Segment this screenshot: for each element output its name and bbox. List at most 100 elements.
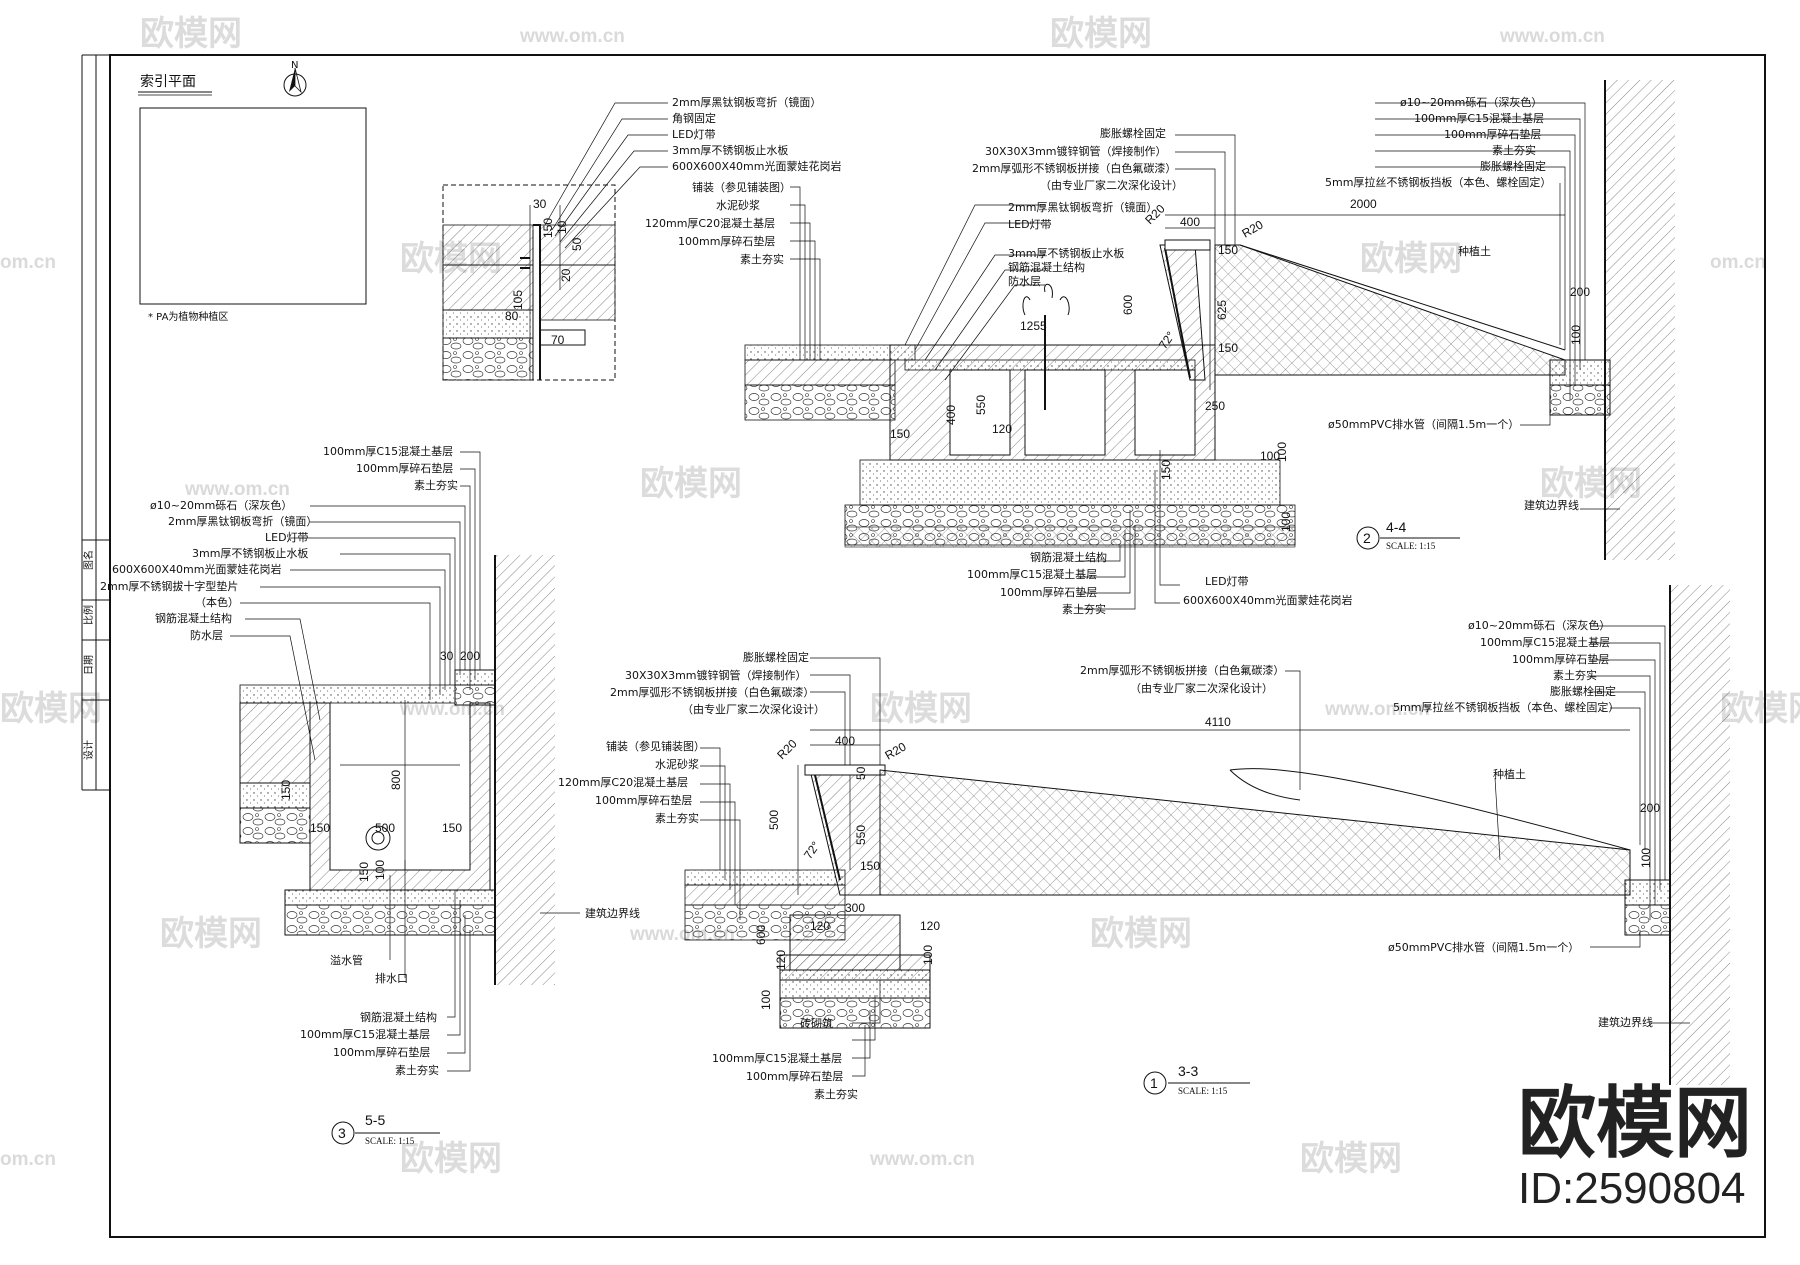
dim: 150	[1218, 243, 1238, 257]
callout-label: 100mm厚碎石垫层	[678, 234, 775, 248]
callout-label: 600X600X40mm光面蒙娃花岗岩	[672, 159, 842, 173]
index-plan-title: 索引平面	[140, 73, 196, 89]
dim: 400	[944, 405, 958, 425]
callout-label: 2mm厚黑钛钢板弯折（镜面）	[168, 514, 317, 528]
callout-label: 100mm厚碎石垫层	[595, 793, 692, 807]
dim: 20	[559, 268, 573, 282]
dim: 150	[1159, 460, 1173, 480]
callout-label: LED灯带	[1205, 575, 1249, 588]
callout-label: 建筑边界线	[585, 906, 640, 920]
section-name: 5-5	[365, 1112, 385, 1128]
callout-label: 30X30X3mm镀锌钢管（焊接制作）	[985, 144, 1167, 158]
watermark-url: www.om.cn	[1499, 26, 1605, 47]
drawing-border	[109, 54, 1766, 1238]
callout-label: 水泥砂浆	[716, 198, 760, 212]
callout-label: 砖砌筑	[800, 1016, 833, 1030]
callout-label: 5mm厚拉丝不锈钢板挡板（本色、螺栓固定）	[1325, 175, 1551, 189]
watermark-brand: 欧模网	[870, 689, 972, 729]
watermark-brand: 欧模网	[640, 464, 742, 504]
brand-name: 欧模网	[1518, 1079, 1752, 1169]
title-block: 图名 比例 日期 设计	[81, 54, 110, 791]
section-name: 4-4	[1386, 519, 1406, 535]
callout-label: 钢筋混凝土结构	[155, 611, 232, 625]
callout-label: 100mm厚碎石垫层	[1512, 652, 1609, 666]
callout-label: 钢筋混凝土结构	[1008, 260, 1085, 274]
dim: 100	[759, 990, 773, 1010]
callout-label: 2mm厚黑钛钢板弯折（镜面）	[1008, 200, 1157, 214]
section-5-5: 30 200 150 800 150 500 150 150 100	[100, 444, 640, 1146]
brand-mark: 欧模网 ID:2590804	[1518, 1079, 1752, 1213]
dim: 100	[921, 945, 935, 965]
watermark-url: om.cn	[1710, 252, 1766, 273]
watermark-url: www.om.cn	[519, 26, 625, 47]
watermark-url: www.om.cn	[869, 1149, 975, 1170]
fountain-icon	[1022, 283, 1070, 410]
watermark-url: www.om.cn	[1324, 699, 1430, 720]
callout-label: 100mm厚碎石垫层	[1444, 127, 1541, 141]
dim: 1255	[1020, 319, 1047, 333]
callout-label: 2mm厚不锈钢拔十字型垫片	[100, 579, 238, 593]
brand-id: ID:2590804	[1518, 1164, 1746, 1213]
detail-edge: 30 150 10 50 105 80 70 20 2mm厚黑钛钢板弯折（镜面）…	[442, 95, 842, 381]
index-plan: 索引平面 N * PA为植物种植区	[138, 60, 367, 323]
section-4-4: 2000 400 R20 R20 150 600 625 150 250 72°…	[744, 80, 1675, 616]
callout-label: 100mm厚C15混凝土基层	[1480, 635, 1610, 649]
dim: 70	[551, 333, 565, 347]
watermark-brand: 欧模网	[1360, 239, 1462, 279]
callout-label: 3mm厚不锈钢板止水板	[672, 143, 788, 157]
dim: 150	[279, 780, 293, 800]
watermark-brand: 欧模网	[140, 14, 242, 54]
callout-label: 100mm厚C15混凝土基层	[323, 444, 453, 458]
callout-label: 3mm厚不锈钢板止水板	[1008, 246, 1124, 260]
callout-label: ø50mmPVC排水管（间隔1.5m一个）	[1388, 940, 1579, 954]
detail-edge-leaders	[544, 102, 821, 360]
callout-label: 防水层	[190, 628, 223, 642]
callout-label: 种植土	[1458, 244, 1491, 258]
section-4-4-title: 2 4-4 SCALE: 1:15	[1356, 519, 1460, 551]
callout-label: 120mm厚C20混凝土基层	[645, 216, 775, 230]
callout-label: 角钢固定	[672, 111, 716, 125]
callout-label: 2mm厚黑钛钢板弯折（镜面）	[672, 95, 821, 109]
callout-label: LED灯带	[1008, 218, 1052, 231]
section-scale: SCALE: 1:15	[365, 1136, 415, 1146]
section-name: 3-3	[1178, 1063, 1198, 1079]
callout-label: 100mm厚C15混凝土基层	[712, 1051, 842, 1065]
title-block-cell: 比例	[82, 605, 95, 625]
callout-label: LED灯带	[265, 531, 309, 544]
dim: 120	[992, 422, 1012, 436]
dim: 72°	[801, 839, 823, 862]
callout-label: 膨胀螺栓固定	[743, 650, 809, 664]
callout-label: 素土夯实	[740, 252, 784, 266]
north-arrow-icon: N	[283, 60, 307, 97]
dim: 600	[1121, 295, 1135, 315]
dim: R20	[1240, 217, 1266, 240]
section-scale: SCALE: 1:15	[1178, 1086, 1228, 1096]
watermark-brand: 欧模网	[0, 689, 102, 729]
index-plan-note: * PA为植物种植区	[148, 310, 228, 323]
callout-label: 素土夯实	[814, 1087, 858, 1101]
dim: 50	[854, 766, 868, 780]
callout-label: 100mm厚C15混凝土基层	[300, 1027, 430, 1041]
callout-label: 建筑边界线	[1598, 1015, 1653, 1029]
section-scale: SCALE: 1:15	[1386, 541, 1436, 551]
watermark-brand: 欧模网	[1090, 914, 1192, 954]
callout-label: 溢水管	[330, 953, 363, 967]
dim: 4110	[1205, 715, 1231, 729]
callout-label: 膨胀螺栓固定	[1480, 159, 1546, 173]
dim: 100	[1279, 512, 1293, 532]
callout-label: 5mm厚拉丝不锈钢板挡板（本色、螺栓固定）	[1393, 700, 1619, 714]
dim: 150	[1218, 341, 1238, 355]
callout-label: 防水层	[1008, 274, 1041, 288]
callout-label: 铺装（参见铺装图）	[692, 180, 791, 194]
dim: 120	[774, 950, 788, 970]
callout-label: 100mm厚碎石垫层	[356, 461, 453, 475]
callout-label: ø10~20mm砾石（深灰色）	[1400, 95, 1542, 109]
dim: 800	[389, 770, 403, 790]
dim: 100	[1639, 848, 1653, 868]
dim: 550	[854, 825, 868, 845]
dim: 105	[511, 290, 525, 310]
section-3-3-title: 1 3-3 SCALE: 1:15	[1143, 1063, 1250, 1096]
callout-label: （由专业厂家二次深化设计）	[1040, 178, 1183, 192]
callout-label: ø10~20mm砾石（深灰色）	[1468, 618, 1610, 632]
dim: 30	[440, 649, 454, 663]
